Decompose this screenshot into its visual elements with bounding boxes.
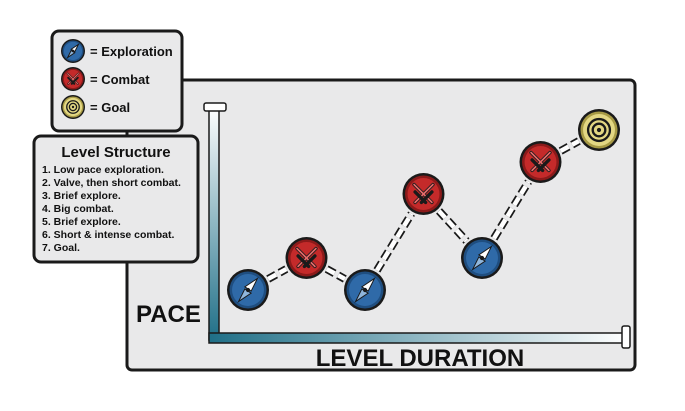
y-axis — [203, 102, 227, 341]
pace-node-6-crossed-swords-icon — [519, 141, 562, 183]
pace-node-2-crossed-swords-icon — [285, 237, 328, 279]
level-structure-step: 5. Brief explore. — [42, 216, 121, 228]
legend-compass-icon — [61, 39, 85, 63]
legend-label-goal: = Goal — [90, 100, 130, 115]
pace-node-5-compass-icon — [461, 237, 503, 279]
level-structure-step: 1. Low pace exploration. — [42, 164, 164, 176]
x-axis-cap — [621, 325, 631, 349]
connector-fill — [437, 209, 469, 243]
connector-fill — [375, 212, 414, 272]
pace-node-4-crossed-swords-icon — [402, 173, 445, 215]
x-axis-label: LEVEL DURATION — [316, 345, 524, 372]
y-axis-label: PACE — [136, 301, 201, 328]
pace-node-3-compass-icon — [344, 269, 386, 311]
level-structure-steps: 1. Low pace exploration.2. Valve, then s… — [42, 164, 181, 254]
level-structure-panel — [32, 134, 200, 264]
legend: = Exploration = Combat = Goal — [61, 39, 173, 119]
x-axis — [208, 325, 631, 349]
chart-panel — [125, 78, 637, 372]
level-structure-step: 7. Goal. — [42, 242, 80, 254]
pace-connectors — [266, 137, 581, 283]
connector-fill — [492, 180, 531, 240]
level-structure-step: 2. Valve, then short combat. — [42, 177, 181, 189]
legend-target-icon — [61, 95, 85, 119]
level-structure-title: Level Structure — [61, 144, 170, 161]
y-axis-cap — [203, 102, 227, 112]
level-structure-step: 4. Big combat. — [42, 203, 114, 215]
level-structure-step: 6. Short & intense combat. — [42, 229, 175, 241]
connector-fill — [267, 267, 288, 281]
level-structure-step: 3. Brief explore. — [42, 190, 121, 202]
connector-fill — [559, 139, 580, 153]
connector-fill — [325, 267, 346, 281]
pace-node-1-compass-icon — [227, 269, 269, 311]
legend-label-exploration: = Exploration — [90, 44, 173, 59]
legend-label-combat: = Combat — [90, 72, 150, 87]
pace-node-7-target-icon — [578, 109, 620, 151]
legend-crossed-swords-icon — [61, 67, 85, 91]
pace-nodes — [227, 109, 620, 311]
